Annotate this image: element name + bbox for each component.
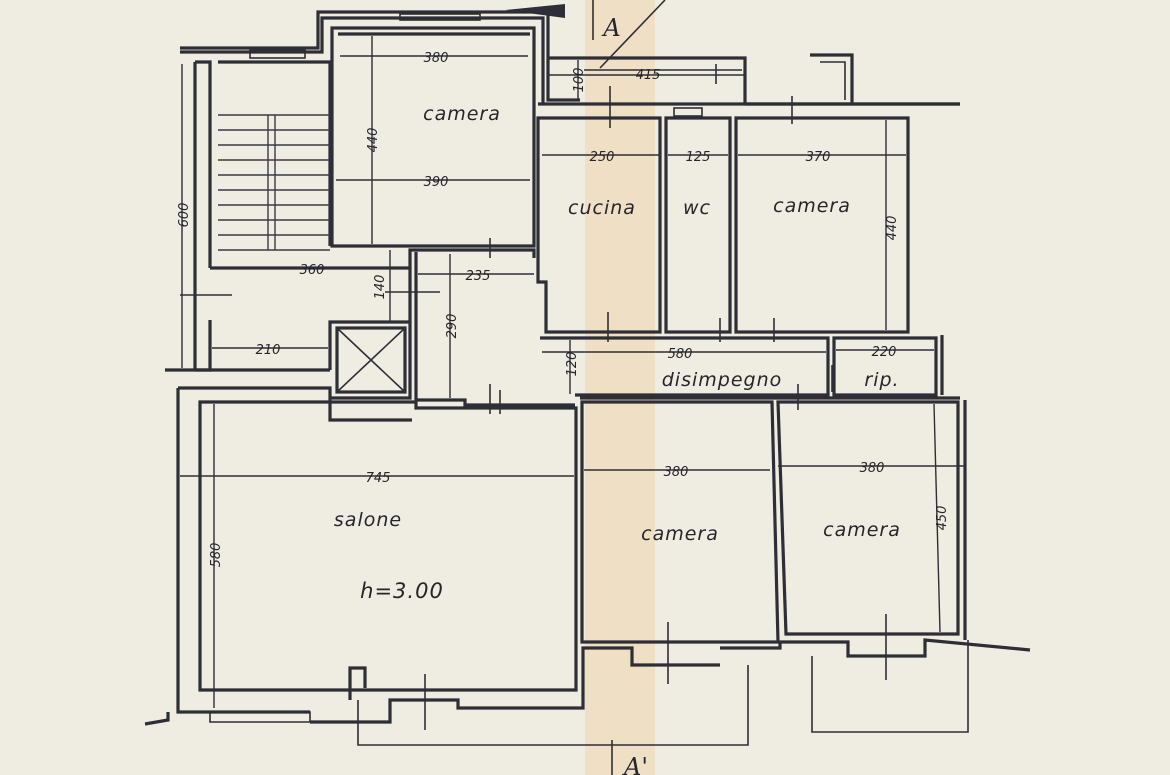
dimension-labels: 380 440 390 100 415 250 125 370 440 600 … — [177, 51, 950, 567]
staircase — [218, 60, 332, 251]
paper-stain — [585, 0, 655, 775]
elevator-shaft — [335, 326, 407, 394]
dim-235: 235 — [466, 269, 491, 284]
dim-210: 210 — [256, 343, 281, 358]
dim-380-top: 380 — [424, 51, 449, 66]
room-label-rip: rip. — [864, 369, 899, 391]
dim-745: 745 — [366, 471, 391, 486]
dim-440-left: 440 — [366, 128, 381, 153]
room-label-salone-height: h=3.00 — [360, 579, 444, 603]
room-label-cucina: cucina — [568, 197, 636, 219]
corridor: disimpegno rip. — [540, 336, 938, 397]
landing — [210, 248, 575, 407]
dim-600: 600 — [177, 203, 192, 228]
door-marks — [180, 64, 887, 730]
dimension-lines — [180, 36, 966, 708]
dim-580-corridor: 580 — [668, 347, 693, 362]
dim-360: 360 — [300, 263, 325, 278]
room-camera-top: camera — [330, 26, 536, 248]
section-label-bottom: A' — [622, 753, 648, 775]
room-label-disimpegno: disimpegno — [662, 369, 783, 391]
dim-120: 120 — [565, 352, 580, 377]
dim-140: 140 — [373, 275, 388, 300]
dim-250: 250 — [590, 150, 615, 165]
room-camera-bottom-right: camera — [776, 400, 960, 636]
room-label-camera-right: camera — [773, 195, 851, 217]
room-camera-right: camera — [734, 116, 910, 334]
room-salone: salone h=3.00 — [198, 400, 578, 692]
dim-380-mid: 380 — [664, 465, 689, 480]
dim-370: 370 — [806, 150, 831, 165]
room-label-camera-bottom-right: camera — [823, 519, 901, 541]
room-label-salone: salone — [334, 509, 402, 531]
dim-450: 450 — [935, 506, 950, 531]
room-wc: wc — [664, 107, 732, 334]
room-label-camera-top: camera — [423, 103, 501, 125]
room-label-wc: wc — [683, 197, 711, 219]
dim-390: 390 — [424, 175, 449, 190]
dim-290: 290 — [445, 314, 460, 339]
section-marker-bottom: A' — [611, 740, 648, 775]
dim-125: 125 — [686, 150, 711, 165]
dim-415: 415 — [636, 68, 661, 83]
dim-380-right: 380 — [860, 461, 885, 476]
dim-440-right: 440 — [885, 216, 900, 241]
room-cucina: cucina — [536, 102, 960, 334]
dim-100: 100 — [572, 68, 587, 93]
dim-580-salone: 580 — [209, 543, 224, 568]
outer-walls — [144, 10, 1031, 746]
room-camera-bottom-mid: camera — [580, 396, 960, 644]
dim-220: 220 — [872, 345, 897, 360]
room-label-camera-bottom-mid: camera — [641, 523, 719, 545]
section-label-top: A — [601, 14, 620, 42]
